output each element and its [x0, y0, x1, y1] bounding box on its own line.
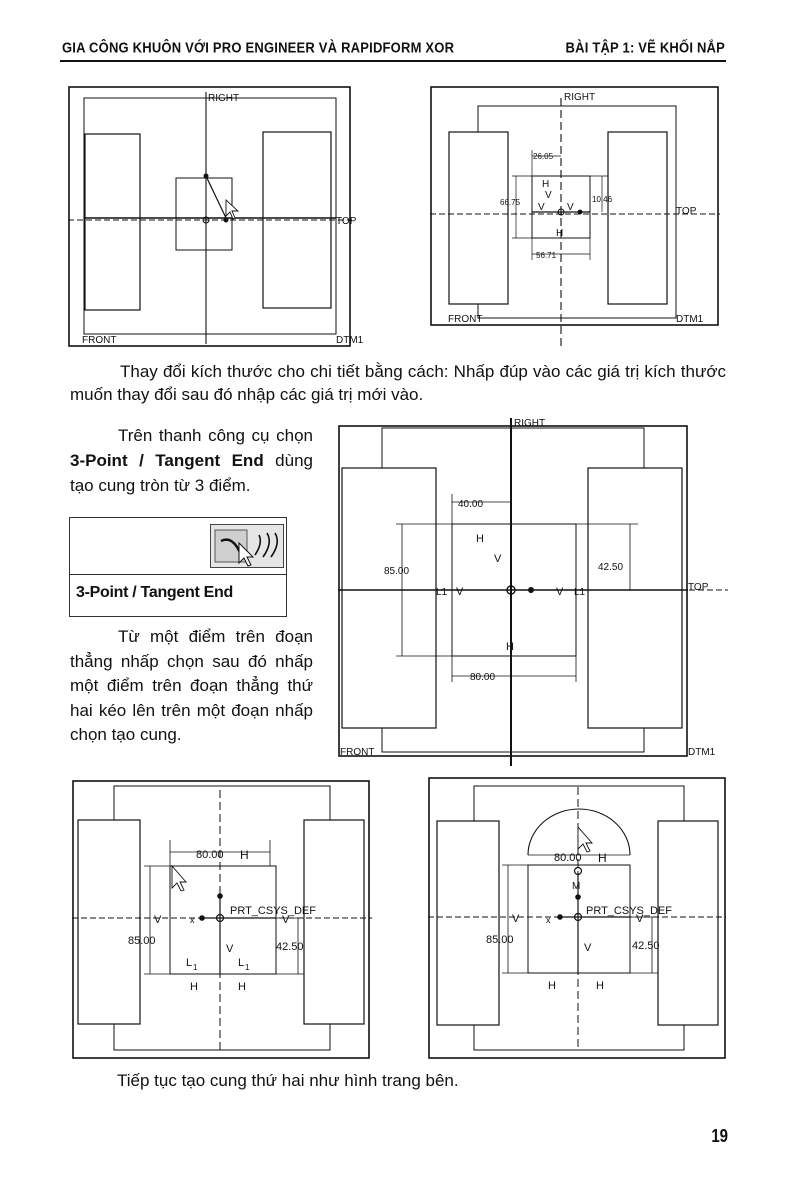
constraint-v: V: [226, 943, 234, 955]
constraint-v: V: [494, 553, 502, 565]
label-top: TOP: [676, 206, 697, 217]
closing-paragraph: Tiếp tục tạo cung thứ hai như hình trang…: [117, 1071, 459, 1090]
dim-26-05[interactable]: 26.05: [533, 152, 554, 161]
axis-x: x: [190, 915, 195, 925]
dim-80-00[interactable]: 80.00: [554, 852, 582, 864]
cursor-arrow-icon: [171, 864, 187, 892]
constraint-l: L: [186, 957, 192, 969]
header-rule: [60, 60, 726, 62]
tool-tooltip-label: 3-Point / Tangent End: [76, 584, 233, 601]
constraint-subscript: 1: [193, 963, 198, 972]
constraint-l1: L1: [574, 587, 586, 598]
axis-x: x: [546, 915, 551, 925]
constraint-h: H: [548, 980, 556, 992]
constraint-v: V: [538, 202, 545, 213]
label-front: FRONT: [340, 747, 374, 758]
sketch-figure-2: RIGHT TOP FRONT DTM1 26.05 66.75 10.46 5…: [430, 86, 720, 348]
label-top: TOP: [336, 216, 357, 227]
constraint-v: V: [584, 942, 592, 954]
dim-85-00[interactable]: 85.00: [128, 935, 156, 947]
constraint-v: V: [154, 914, 162, 926]
cursor-arrow-icon: [225, 198, 240, 220]
toolbar-instruction: Trên thanh công cụ chọn 3-Point / Tangen…: [70, 423, 313, 498]
sketch-figure-4: 80.00 H 85.00 42.50 PRT_CSYS_DEF x V V V…: [72, 780, 372, 1060]
constraint-subscript: 1: [245, 963, 250, 972]
label-dtm: DTM1: [688, 747, 716, 758]
dim-56-71[interactable]: 56.71: [536, 251, 557, 260]
tool-name: 3-Point / Tangent End: [70, 451, 264, 470]
constraint-l: L: [238, 957, 244, 969]
arc-tool-icon: [214, 529, 279, 567]
constraint-h: H: [596, 980, 604, 992]
constraint-h: H: [238, 981, 246, 993]
constraint-h: H: [506, 641, 514, 653]
text-run: Trên thanh công cụ chọn: [118, 426, 313, 445]
constraint-v: V: [545, 190, 552, 201]
instruction-paragraph: Thay đổi kích thước cho chi tiết bằng cá…: [70, 362, 726, 404]
dim-10-46[interactable]: 10.46: [592, 195, 613, 204]
text-run: dùng tạo cung tròn từ 3 điểm.: [70, 451, 313, 495]
toolbar-snippet: 3-Point / Tangent End: [69, 517, 287, 617]
label-dtm: DTM1: [676, 314, 704, 325]
dim-85-00[interactable]: 85.00: [384, 566, 409, 577]
label-top: TOP: [688, 582, 709, 593]
label-right: RIGHT: [564, 92, 595, 103]
constraint-m: M: [572, 881, 580, 892]
constraint-v: V: [636, 913, 644, 925]
toolbar-strip: [70, 518, 286, 575]
constraint-h: H: [190, 981, 198, 993]
arc-instruction-paragraph: Từ một điểm trên đoạn thẳng nhấp chọn sa…: [70, 627, 313, 744]
constraint-v: V: [556, 586, 564, 598]
sketch-figure-5: 80.00 H M 85.00 42.50 PRT_CSYS_DEF x V V…: [428, 777, 726, 1061]
csys-label: PRT_CSYS_DEF: [586, 905, 672, 917]
constraint-l1: L1: [436, 587, 448, 598]
label-front: FRONT: [82, 335, 116, 346]
dim-80-00[interactable]: 80.00: [196, 849, 224, 861]
dim-42-50[interactable]: 42.50: [632, 940, 660, 952]
label-dtm: DTM1: [336, 335, 364, 346]
csys-label: PRT_CSYS_DEF: [230, 905, 316, 917]
dim-80-00[interactable]: 80.00: [470, 672, 495, 683]
cursor-arrow-icon: [577, 825, 593, 853]
dim-42-50[interactable]: 42.50: [598, 562, 623, 573]
running-header-title: GIA CÔNG KHUÔN VỚI PRO ENGINEER VÀ RAPID…: [62, 38, 455, 57]
constraint-h: H: [598, 851, 607, 865]
constraint-h: H: [542, 179, 549, 190]
dim-66-75[interactable]: 66.75: [500, 198, 521, 207]
arc-tool-button[interactable]: [210, 524, 284, 568]
label-front: FRONT: [448, 314, 482, 325]
dim-85-00[interactable]: 85.00: [486, 934, 514, 946]
sketch-figure-1: RIGHT TOP FRONT DTM1: [68, 86, 364, 348]
constraint-v: V: [512, 913, 520, 925]
dim-42-50[interactable]: 42.50: [276, 941, 304, 953]
constraint-v: V: [567, 202, 574, 213]
dim-40-00[interactable]: 40.00: [458, 499, 483, 510]
sketch-figure-3: RIGHT TOP FRONT DTM1 40.00 85.00 42.50 8…: [338, 414, 728, 766]
running-header-chapter: BÀI TẬP 1: VẼ KHỐI NẮP: [565, 38, 725, 57]
label-right: RIGHT: [514, 418, 545, 429]
constraint-v: V: [456, 586, 464, 598]
constraint-h: H: [476, 533, 484, 545]
label-right: RIGHT: [208, 93, 239, 104]
constraint-v: V: [282, 914, 290, 926]
constraint-h: H: [240, 848, 249, 862]
page-number: 19: [711, 1126, 728, 1147]
constraint-h: H: [556, 228, 563, 239]
